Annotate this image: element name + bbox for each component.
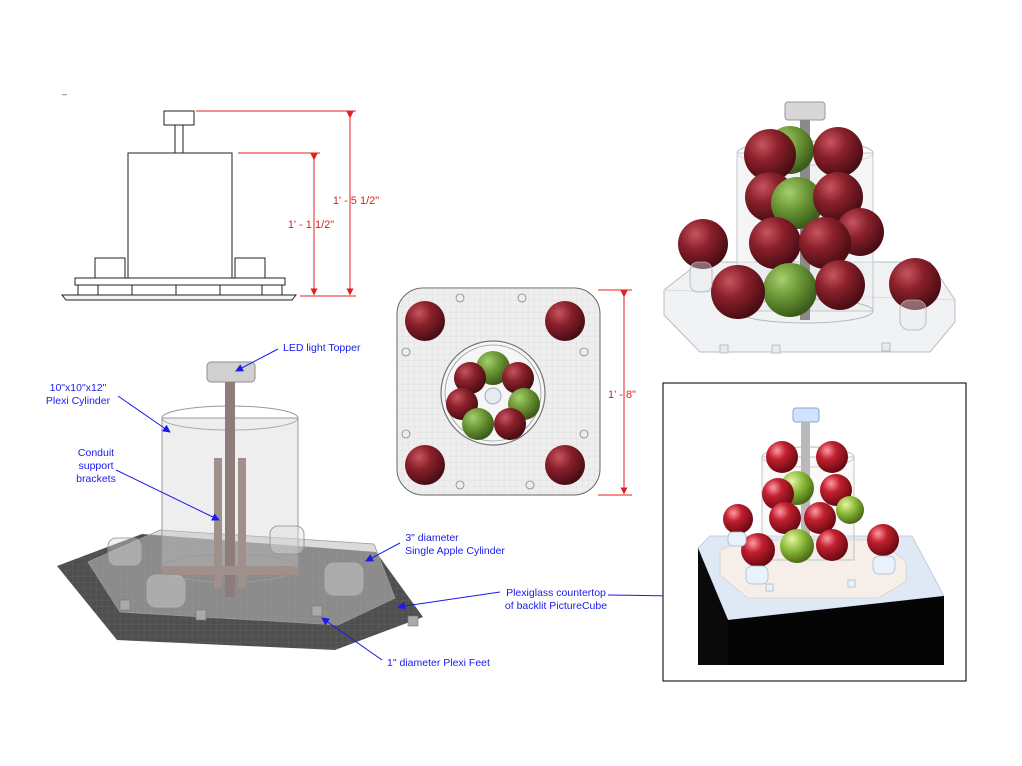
dim-overall-height: 1' - 5 1/2": [333, 195, 379, 207]
elevation-view: 1' - 5 1/2" 1' - 1 1/2": [60, 110, 379, 301]
annotated-perspective: LED light Topper 10"x10"x12" Plexi Cylin…: [46, 342, 739, 669]
callout-cylinder-size: 10"x10"x12": [50, 382, 107, 394]
callout-conduit-1: Conduit: [78, 447, 114, 459]
callout-conduit-3: brackets: [76, 473, 116, 485]
picturecube-render: [662, 382, 967, 682]
callout-countertop-2: of backlit PictureCube: [505, 600, 607, 612]
callout-single-apple-1: 3" diameter: [405, 532, 459, 544]
top-view: 1' - 8": [396, 287, 636, 496]
callout-cylinder-label: Plexi Cylinder: [46, 395, 111, 407]
led-topper-icon: [163, 110, 195, 126]
dim-cylinder-height: 1' - 1 1/2": [288, 219, 334, 231]
dim-top-view-width: 1' - 8": [608, 389, 636, 401]
callout-led-topper: LED light Topper: [283, 342, 361, 354]
callout-single-apple-2: Single Apple Cylinder: [405, 545, 505, 557]
callout-feet: 1" diameter Plexi Feet: [387, 657, 490, 669]
mark-dash: –: [62, 89, 67, 99]
callout-conduit-2: support: [78, 460, 113, 472]
callout-countertop-1: Plexiglass countertop: [506, 587, 606, 599]
cylinder-outline: [127, 152, 233, 279]
apple-sphere-icon: [405, 301, 445, 341]
perspective-render: [663, 101, 956, 354]
